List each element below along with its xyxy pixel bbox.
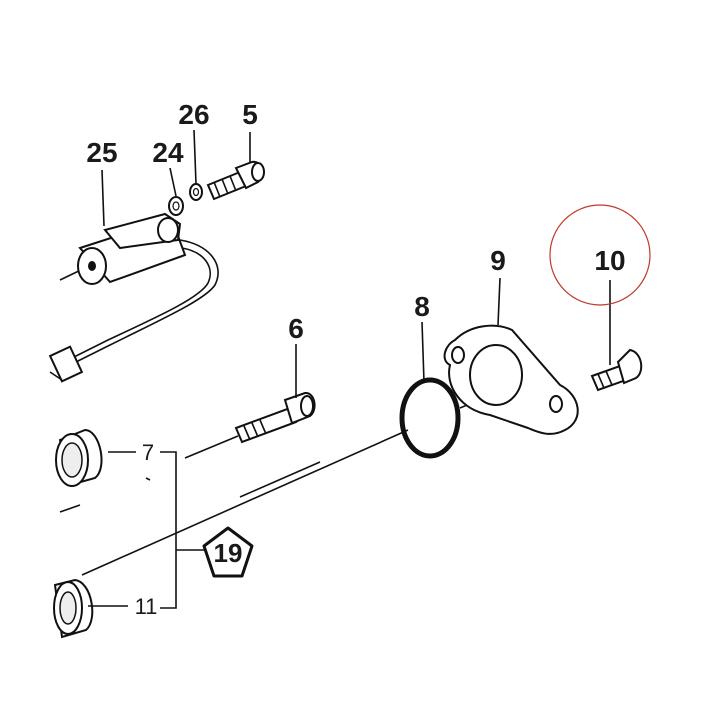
label-6: 6 — [288, 313, 304, 344]
badge-label: 19 — [214, 538, 243, 568]
label-9: 9 — [490, 245, 506, 276]
bolt-part-5 — [206, 160, 265, 201]
label-25: 25 — [86, 137, 117, 168]
label-10: 10 — [594, 245, 625, 276]
group-bracket — [88, 451, 206, 609]
label-5: 5 — [242, 99, 258, 130]
screw-part-10 — [590, 348, 643, 392]
leader-26 — [193, 129, 197, 185]
flange-part-9 — [443, 324, 579, 435]
bushing-part-11 — [53, 578, 94, 639]
washer-part-24 — [168, 196, 184, 216]
leader-24 — [169, 167, 177, 197]
bolt-part-6 — [184, 392, 316, 459]
label-8: 8 — [414, 291, 430, 322]
leader-8 — [421, 321, 425, 383]
label-24: 24 — [152, 137, 184, 168]
leader-9 — [497, 277, 501, 326]
sensor-part-25 — [48, 212, 219, 383]
leader-25 — [101, 169, 105, 227]
label-7: 7 — [142, 440, 154, 465]
label-11: 11 — [135, 594, 158, 619]
label-26: 26 — [178, 99, 209, 130]
assembly-axis-line — [81, 429, 409, 576]
highlight-circle — [549, 204, 651, 306]
bushing-part-7 — [55, 428, 103, 487]
washer-part-26 — [189, 183, 203, 201]
assembly-axis-line-3 — [59, 504, 81, 513]
o-ring-part-8 — [399, 377, 461, 459]
assembly-axis-line-2 — [239, 461, 321, 498]
group-badge-19: 19 — [202, 526, 254, 578]
